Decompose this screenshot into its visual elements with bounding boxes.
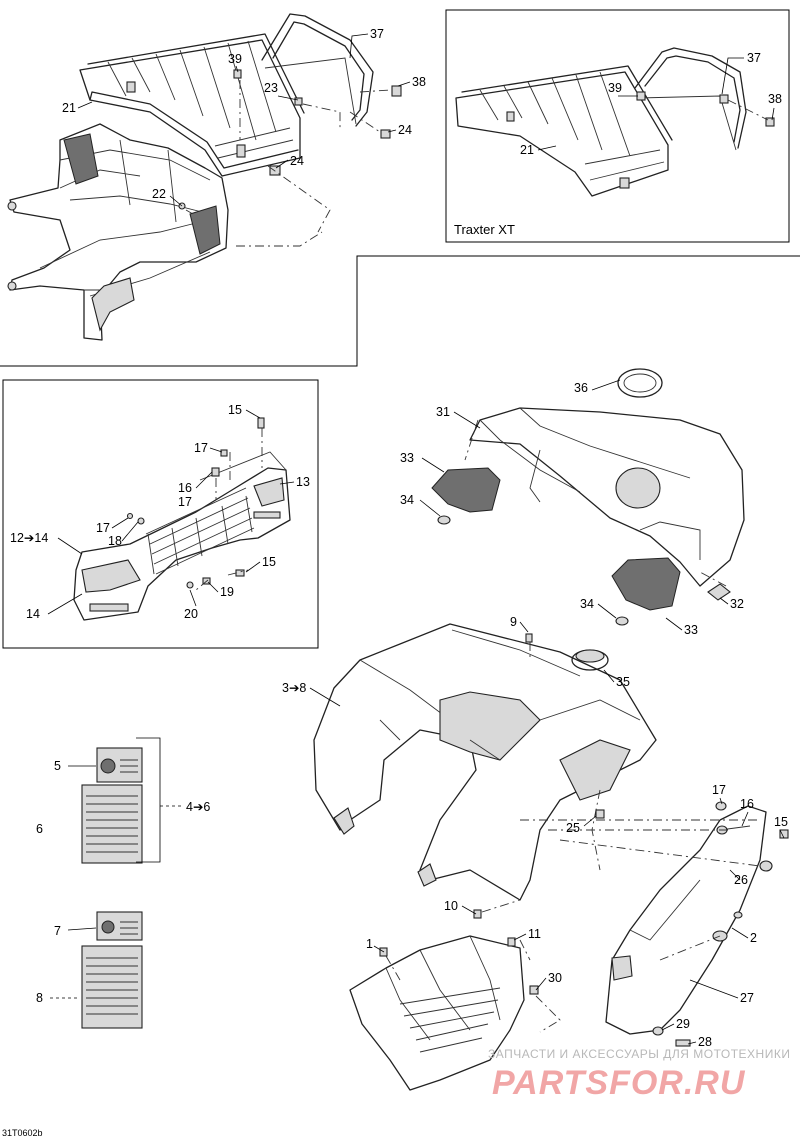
callout-labels: 37 39 38 21 23 24 24 22 37 39 38 21 Trax… [10,27,788,1049]
callout-25: 25 [566,821,580,835]
leader-lines [47,33,785,1045]
callout-8: 8 [36,991,43,1005]
callout-38: 38 [412,75,426,89]
watermark-tagline: ЗАПЧАСТИ И АКСЕССУАРЫ ДЛЯ МОТОТЕХНИКИ [488,1047,790,1061]
vehicle-frame [7,123,229,341]
callout-16: 16 [178,481,192,495]
callout-11: 11 [528,927,541,941]
callout-37: 37 [370,27,384,41]
drawing-code: 31T0602b [2,1128,43,1138]
callout-24: 24 [398,123,412,137]
frame-section-border [0,255,800,367]
callout-1: 1 [366,937,373,951]
callout-33: 33 [684,623,698,637]
traxter-xt-rack-assembly [455,47,775,197]
callout-21: 21 [62,101,76,115]
callout-15: 15 [774,815,788,829]
decal-6 [81,784,143,864]
callout-22: 22 [152,187,166,201]
callout-31: 31 [436,405,450,419]
callout-17: 17 [96,521,110,535]
callout-15: 15 [262,555,276,569]
callout-35: 35 [616,675,630,689]
traxter-xt-inset-frame [445,9,790,243]
callout-29: 29 [676,1017,690,1031]
callout-4-6: 4➔6 [186,800,210,814]
decals [81,737,182,1029]
callout-26: 26 [734,873,748,887]
callout-34: 34 [580,597,594,611]
callout-38: 38 [768,92,782,106]
callout-10: 10 [444,899,458,913]
callout-36: 36 [574,381,588,395]
callout-15: 15 [228,403,242,417]
main-fender-assembly [313,623,657,901]
front-fender-assembly [431,368,745,626]
callout-17: 17 [178,495,192,509]
callout-34: 34 [400,493,414,507]
callout-21: 21 [520,143,534,157]
callout-30: 30 [548,971,562,985]
callout-5: 5 [54,759,61,773]
callout-13: 13 [296,475,310,489]
callout-7: 7 [54,924,61,938]
callout-33: 33 [400,451,414,465]
callout-24: 24 [290,154,304,168]
callout-16: 16 [740,797,754,811]
callout-37: 37 [747,51,761,65]
callout-6: 6 [36,822,43,836]
watermark-brand: PARTSFOR.RU [492,1064,746,1102]
callout-14: 14 [26,607,40,621]
gasket-ring [617,368,663,398]
callout-17: 17 [194,441,208,455]
callout-20: 20 [184,607,198,621]
inset-label: Traxter XT [454,222,515,237]
callout-23: 23 [264,81,278,95]
callout-9: 9 [510,615,517,629]
callout-12-14: 12➔14 [10,531,48,545]
callout-19: 19 [220,585,234,599]
front-fascia-assembly [73,417,291,621]
watermark: ЗАПЧАСТИ И АКСЕССУАРЫ ДЛЯ МОТОТЕХНИКИ PA… [488,1047,790,1102]
rear-rack-assembly [79,13,402,247]
callout-39: 39 [228,52,242,66]
callout-28: 28 [698,1035,712,1049]
section-borders [0,9,800,649]
callout-3-8: 3➔8 [282,681,306,695]
callout-32: 32 [730,597,744,611]
footwell-assembly [349,801,789,1091]
front-fascia-inset-frame [2,379,319,649]
callout-18: 18 [108,534,122,548]
callout-17: 17 [712,783,726,797]
callout-39: 39 [608,81,622,95]
callout-2: 2 [750,931,757,945]
callout-27: 27 [740,991,754,1005]
